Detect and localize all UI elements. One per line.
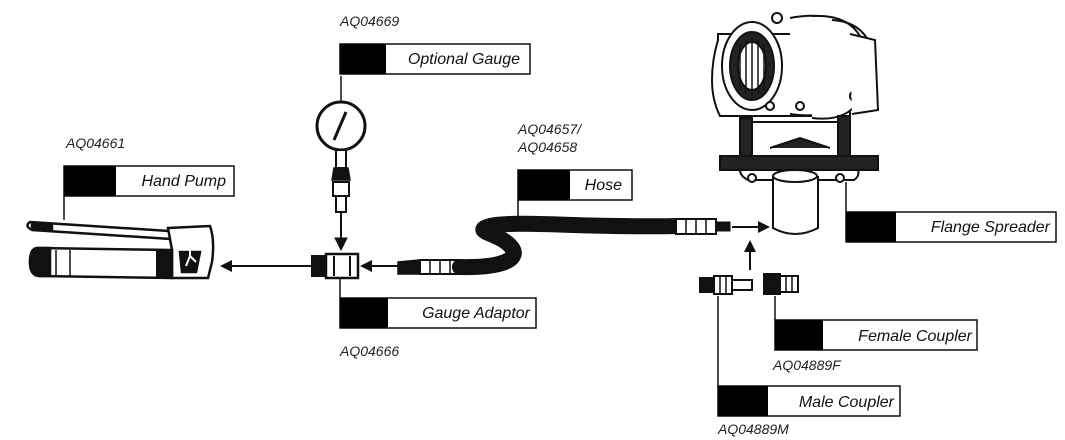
gauge-adaptor-code: AQ04666 [339, 343, 399, 359]
hose-drawing [397, 215, 731, 276]
female-coupler-label-tab [775, 320, 823, 350]
gauge-label-tab [340, 44, 386, 74]
female-coupler-code: AQ04889F [772, 357, 842, 373]
female-coupler-drawing [763, 273, 799, 295]
female-coupler-label-group: Female Coupler AQ04889F [772, 296, 978, 373]
male-coupler-label-tab [718, 386, 768, 416]
hand-pump-label: Hand Pump [142, 173, 227, 190]
hand-pump-code: AQ04661 [65, 135, 125, 151]
gauge-label-group: Optional Gauge AQ04669 [339, 13, 531, 102]
hand-pump-drawing [26, 220, 215, 280]
male-coupler-label-group: Male Coupler AQ04889M [717, 296, 901, 437]
gauge-adaptor-drawing [311, 252, 360, 280]
hose-label: Hose [585, 177, 622, 194]
gauge-adaptor-label-group: Gauge Adaptor AQ04666 [339, 278, 537, 359]
hose-label-tab [518, 170, 570, 200]
female-coupler-label: Female Coupler [858, 328, 973, 345]
flange-spreader-drawing [710, 12, 880, 235]
hose-code-line1: AQ04657/ [517, 121, 583, 137]
hose-label-group: Hose AQ04657/ AQ04658 [517, 121, 633, 222]
flow-arrows [220, 221, 770, 272]
hand-pump-label-tab [64, 166, 116, 196]
gauge-adaptor-label-tab [340, 298, 388, 328]
male-coupler-code: AQ04889M [717, 421, 789, 437]
flange-spreader-label-tab [846, 212, 896, 242]
male-coupler-label: Male Coupler [799, 394, 895, 411]
flange-spreader-label-group: Flange Spreader [845, 182, 1057, 243]
gauge-drawing [315, 100, 367, 252]
gauge-label: Optional Gauge [408, 51, 520, 68]
hose-code-line2: AQ04658 [517, 139, 577, 155]
gauge-adaptor-label: Gauge Adaptor [422, 305, 531, 322]
hand-pump-label-group: Hand Pump AQ04661 [63, 135, 235, 220]
flange-spreader-label: Flange Spreader [931, 219, 1051, 236]
male-coupler-drawing [699, 275, 753, 295]
gauge-code: AQ04669 [339, 13, 399, 29]
